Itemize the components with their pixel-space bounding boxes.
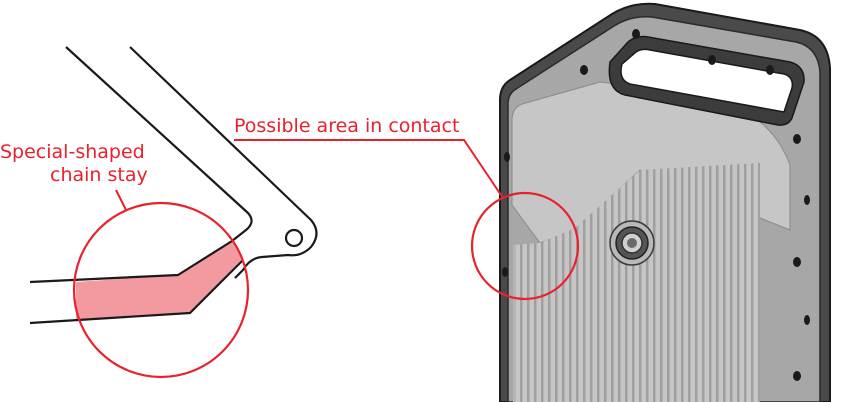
- contact-area-callout: [234, 139, 580, 301]
- battery-rib: [628, 163, 632, 402]
- chain-stay-label-line2: chain stay: [50, 164, 148, 186]
- contact-area-leader-line: [234, 139, 504, 199]
- battery-rib: [733, 163, 737, 402]
- battery-rib: [607, 163, 611, 402]
- battery-rib: [726, 163, 730, 402]
- battery-rib: [670, 163, 674, 402]
- battery-rib: [705, 163, 709, 402]
- battery-rib: [586, 163, 590, 402]
- battery-rib: [621, 163, 625, 402]
- contact-area-label: Possible area in contact: [234, 115, 460, 137]
- battery-rib: [754, 163, 758, 402]
- battery-rib: [649, 163, 653, 402]
- battery-rib: [719, 163, 723, 402]
- chain-stay-leader-line: [115, 189, 127, 211]
- battery-rib: [642, 163, 646, 402]
- battery-rib: [740, 163, 744, 402]
- chain-stay-bottom-edge: [29, 259, 244, 325]
- battery-handle-opening: [620, 48, 794, 113]
- chain-stay-label-line1: Special-shaped: [0, 141, 145, 163]
- battery-rib: [635, 163, 639, 402]
- battery-rib: [691, 163, 695, 402]
- chain-stay-callout-circle: [72, 201, 250, 379]
- battery-rib: [593, 163, 597, 402]
- battery-rib: [614, 163, 618, 402]
- battery-rib: [747, 163, 751, 402]
- chain-stay-callout: [72, 189, 250, 379]
- battery-rib: [684, 163, 688, 402]
- dropout-hole: [284, 228, 304, 248]
- bicycle-frame: [29, 46, 318, 325]
- battery-pack: [499, 2, 831, 402]
- battery-rib: [712, 163, 716, 402]
- round-port-icon: [609, 220, 655, 266]
- battery-screw-holes: [502, 29, 810, 381]
- battery-rib: [677, 163, 681, 402]
- battery-rib: [663, 163, 667, 402]
- seat-stay-outline-inner: [129, 46, 318, 279]
- battery-rib: [656, 163, 660, 402]
- chain-stay-highlight: [76, 240, 243, 321]
- battery-rib: [600, 163, 604, 402]
- battery-rib: [698, 163, 702, 402]
- chain-stay-top-edge: [29, 240, 233, 284]
- seat-stay-outline: [65, 46, 253, 242]
- contact-area-callout-circle: [470, 191, 580, 301]
